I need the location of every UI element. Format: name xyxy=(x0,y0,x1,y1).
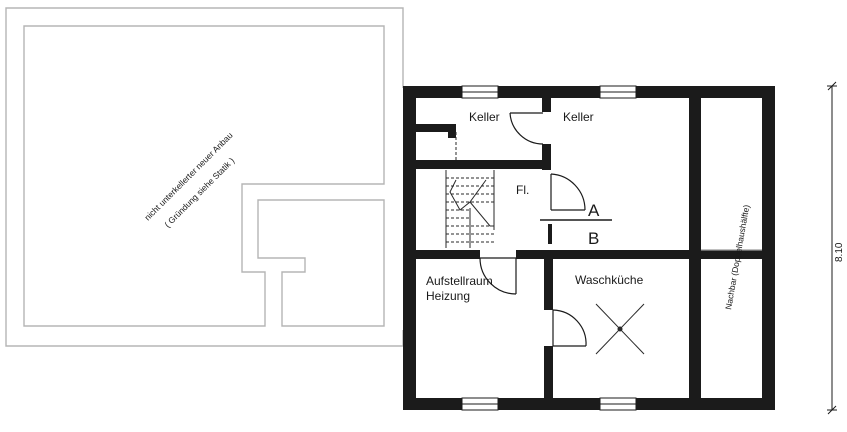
dimension-label: 8.10 xyxy=(834,242,845,262)
section-label-bottom: B xyxy=(588,229,599,248)
room-label-keller-right: Keller xyxy=(563,110,594,124)
dimension-line xyxy=(827,81,837,415)
room-label-flur: Fl. xyxy=(516,183,529,197)
floor-drain-icon xyxy=(595,303,645,355)
room-label-heizung: Heizung xyxy=(426,289,470,303)
room-label-aufstellraum: Aufstellraum xyxy=(426,274,493,288)
outer-walls xyxy=(403,86,775,410)
annex-outline xyxy=(5,7,404,347)
room-label-waschkueche: Waschküche xyxy=(575,273,644,287)
room-label-keller-left: Keller xyxy=(469,110,500,124)
staircase xyxy=(445,132,495,248)
section-label-top: A xyxy=(588,201,600,220)
interior-walls xyxy=(416,98,774,398)
doors xyxy=(479,112,587,347)
